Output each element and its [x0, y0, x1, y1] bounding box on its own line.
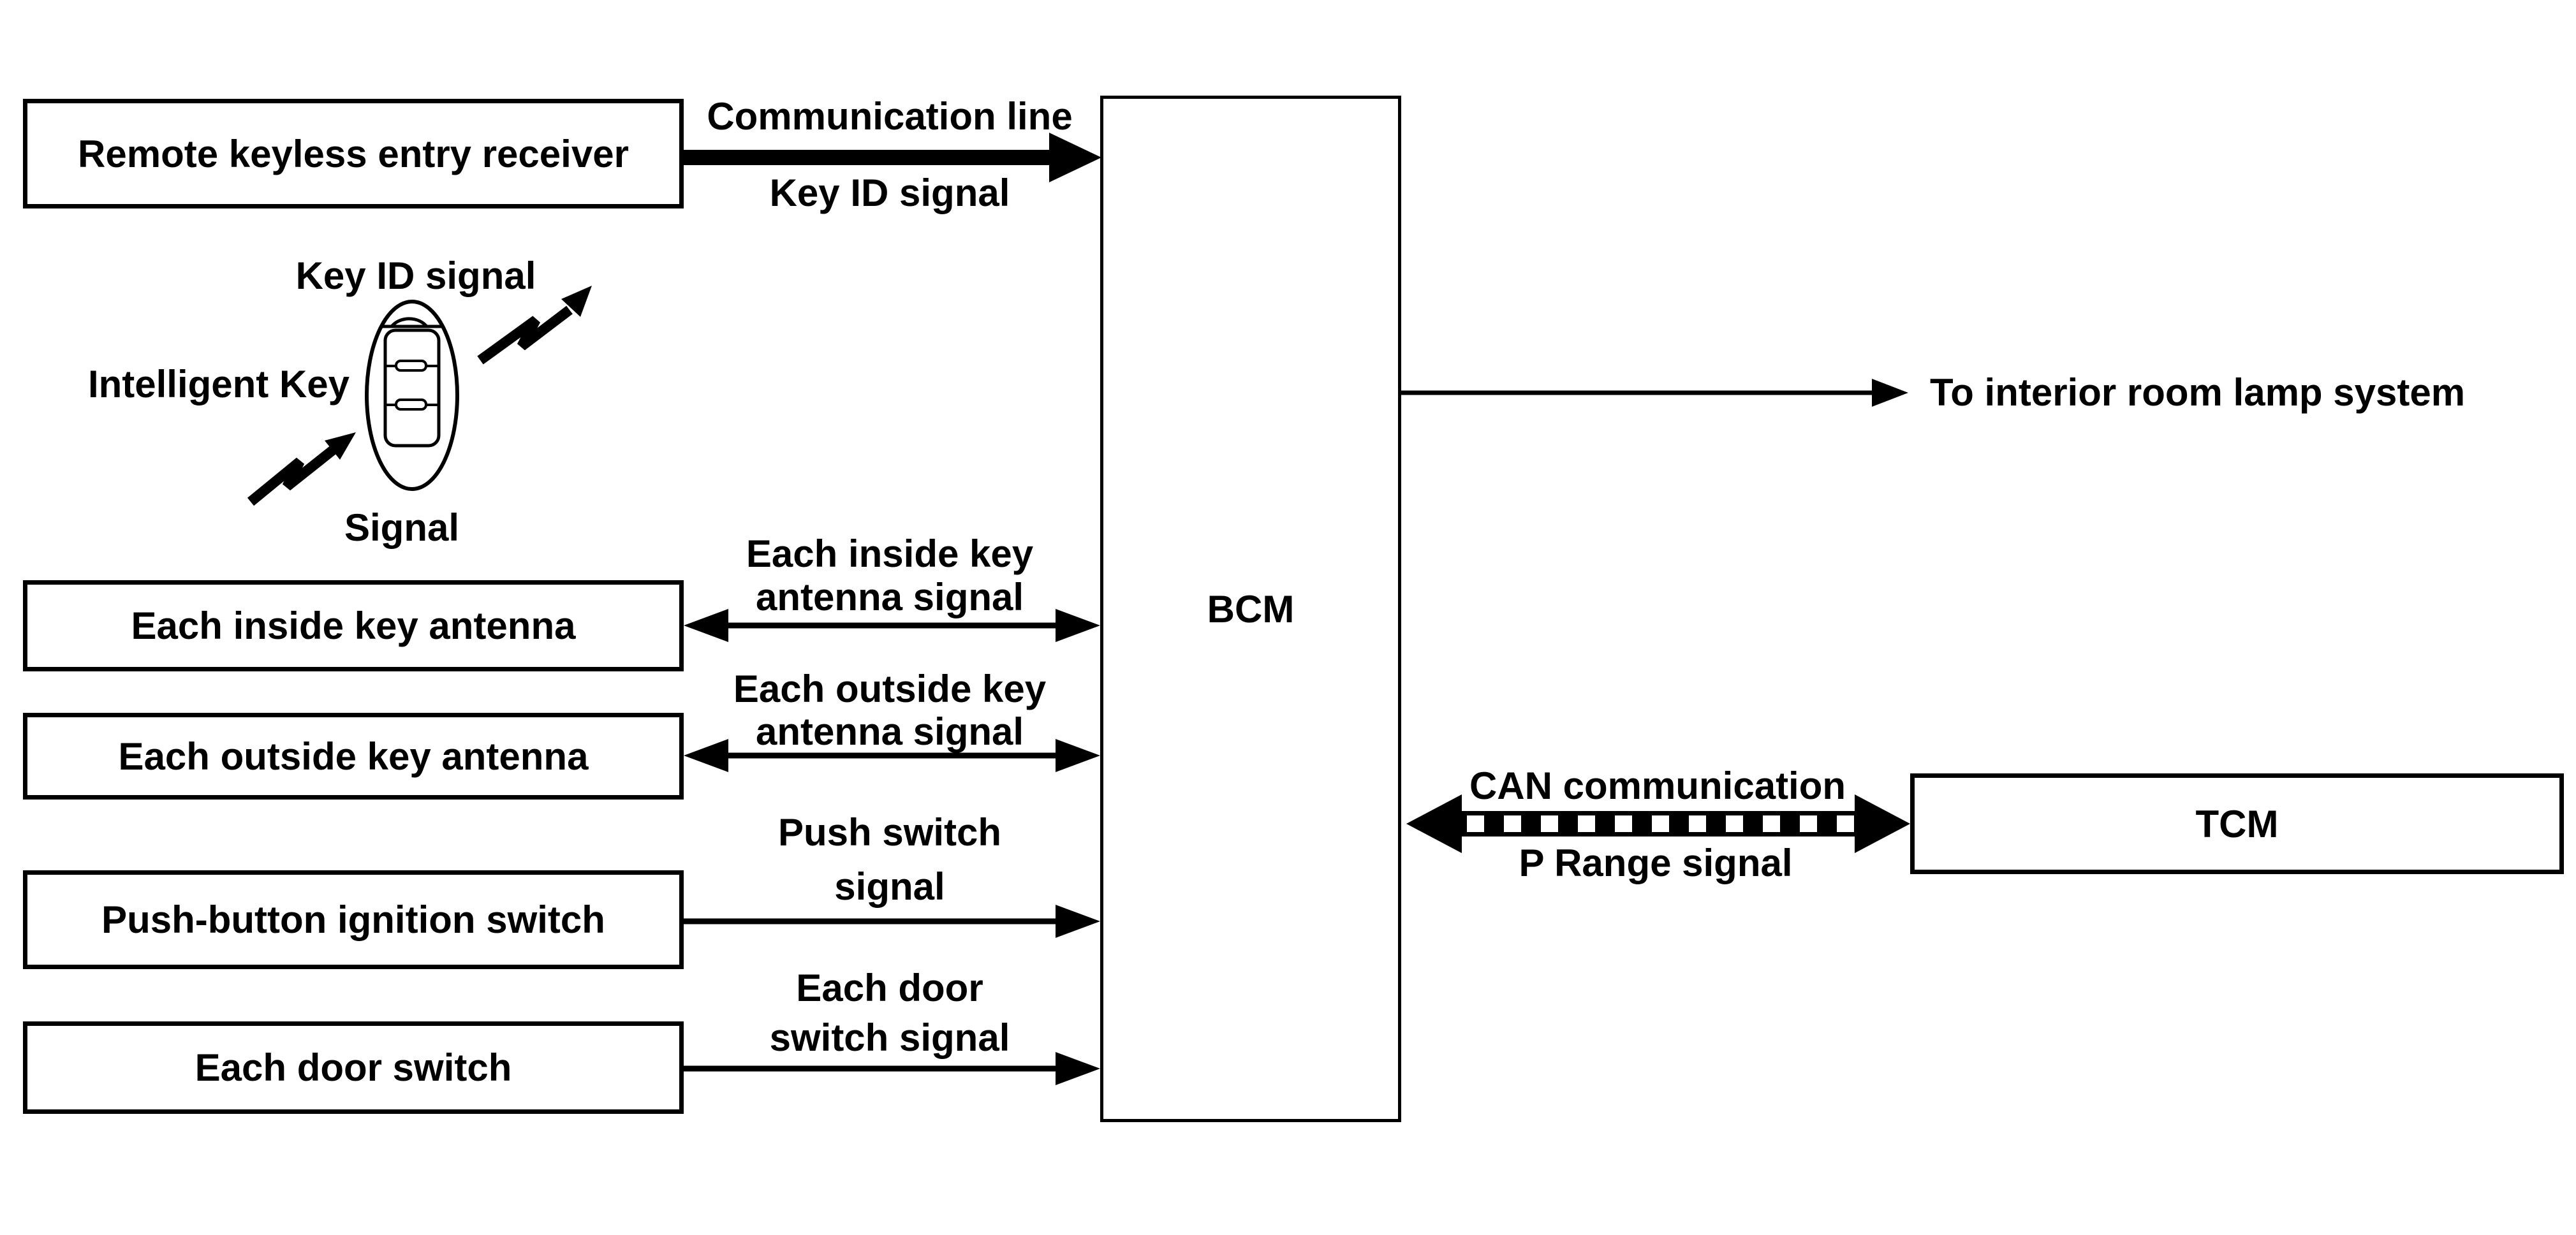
- push-switch-arrow: [684, 905, 1100, 938]
- node-remote-keyless-entry-receiver: Remote keyless entry receiver: [23, 99, 684, 208]
- p-range-signal-label: P Range signal: [1519, 842, 1793, 884]
- comm-line-label: Communication line: [707, 95, 1073, 138]
- interior-lamp-arrow: [1401, 379, 1908, 407]
- node-bcm: BCM: [1100, 96, 1401, 1122]
- outside-signal-label-line2: antenna signal: [755, 710, 1024, 753]
- key-id-signal-label: Key ID signal: [295, 254, 536, 297]
- node-label: Push-button ignition switch: [101, 898, 605, 941]
- node-door-switch: Each door switch: [23, 1021, 684, 1114]
- door-switch-label-line1: Each door: [796, 967, 983, 1009]
- node-outside-key-antenna: Each outside key antenna: [23, 713, 684, 800]
- node-inside-key-antenna: Each inside key antenna: [23, 580, 684, 671]
- can-communication-label: CAN communication: [1469, 764, 1846, 807]
- node-label: Remote keyless entry receiver: [78, 132, 629, 175]
- node-label: Each door switch: [195, 1046, 512, 1089]
- push-switch-label-line1: Push switch: [777, 811, 1002, 854]
- node-label: TCM: [2195, 802, 2279, 845]
- node-label: Each inside key antenna: [131, 604, 576, 647]
- intelligent-key-label: Intelligent Key: [87, 363, 350, 406]
- signal-bolt-icon: [247, 432, 356, 506]
- inside-signal-label-line1: Each inside key: [746, 532, 1034, 575]
- signal-label: Signal: [344, 506, 460, 549]
- outside-signal-label-line1: Each outside key: [733, 668, 1047, 710]
- push-switch-label-line2: signal: [834, 865, 945, 908]
- node-push-button-ignition-switch: Push-button ignition switch: [23, 870, 684, 969]
- door-switch-label-line2: switch signal: [769, 1016, 1010, 1059]
- inside-signal-label-line2: antenna signal: [755, 576, 1024, 618]
- node-label: BCM: [1207, 587, 1295, 631]
- interior-lamp-label: To interior room lamp system: [1930, 371, 2466, 414]
- key-fob-icon: [365, 300, 459, 491]
- node-label: Each outside key antenna: [118, 734, 589, 778]
- comm-keyid-label: Key ID signal: [769, 172, 1010, 214]
- node-tcm: TCM: [1910, 773, 2564, 874]
